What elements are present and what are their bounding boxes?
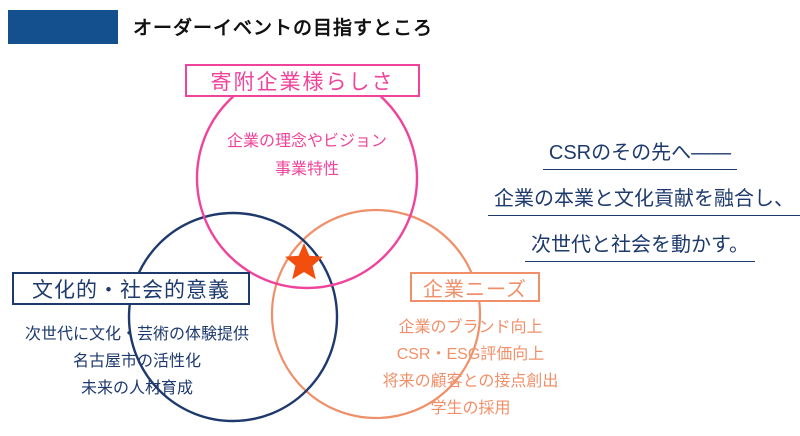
donor-identity-label-box: 寄附企業様らしさ: [185, 64, 420, 97]
page-title: オーダーイベントの目指すところ: [133, 18, 434, 39]
list-item: CSR・ESG評価向上: [396, 346, 545, 363]
tagline-line: 企業の本業と文化貢献を融合し、: [488, 182, 800, 216]
list-item: 次世代に文化・芸術の体験提供: [24, 326, 249, 343]
tagline: CSRのその先へ―― 企業の本業と文化貢献を融合し、 次世代と社会を動かす。: [488, 136, 800, 274]
list-item: 名古屋市の活性化: [72, 353, 201, 370]
cultural-social-items: 次世代に文化・芸術の体験提供 名古屋市の活性化 未来の人材育成: [15, 321, 259, 402]
list-item: 企業の理念やビジョン: [226, 133, 387, 150]
orange-circle: [270, 208, 482, 420]
list-item: 未来の人材育成: [80, 380, 193, 397]
tagline-line-text: 次世代と社会を動かす。: [525, 228, 755, 262]
corporate-needs-label: 企業ニーズ: [423, 278, 527, 301]
blue-circle: [127, 211, 339, 423]
tagline-line-text: 企業の本業と文化貢献を融合し、: [488, 182, 800, 216]
list-item: 事業特性: [274, 161, 339, 178]
tagline-line: 次世代と社会を動かす。: [488, 228, 792, 262]
tagline-line: CSRのその先へ――: [488, 136, 792, 170]
center-star-icon: [285, 243, 323, 280]
cultural-social-label-box: 文化的・社会的意義: [12, 272, 250, 305]
list-item: 企業のブランド向上: [398, 319, 543, 336]
corporate-needs-label-box: 企業ニーズ: [410, 272, 540, 302]
accent-bar: [8, 10, 118, 44]
list-item: 将来の顧客との接点創出: [382, 373, 559, 390]
cultural-social-label: 文化的・社会的意義: [32, 278, 230, 302]
donor-identity-label: 寄附企業様らしさ: [210, 70, 395, 94]
list-item: 学生の採用: [430, 400, 511, 417]
corporate-needs-items: 企業のブランド向上 CSR・ESG評価向上 将来の顧客との接点創出 学生の採用: [378, 314, 563, 422]
donor-identity-items: 企業の理念やビジョン 事業特性: [205, 128, 409, 184]
tagline-line-text: CSRのその先へ――: [542, 136, 738, 170]
